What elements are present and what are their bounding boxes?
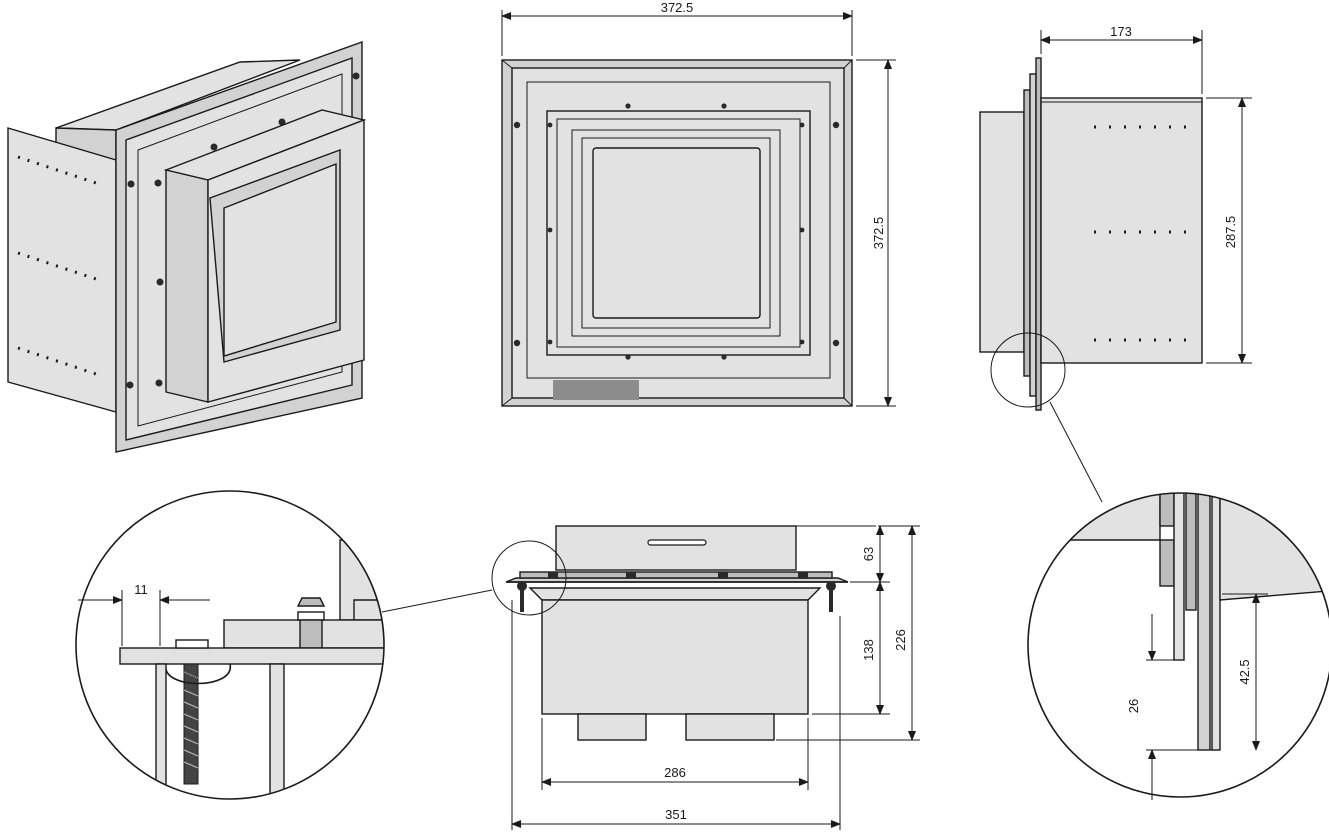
iso-side-holes: [17, 155, 97, 376]
side-grille: [979, 111, 1025, 353]
dim-front-width: 372.5: [661, 0, 694, 15]
side-frame: [1035, 57, 1042, 411]
detail-right: 26 42.5: [1027, 492, 1329, 800]
dim-side-depth: 173: [1110, 24, 1132, 39]
detail-right-circle: [1027, 492, 1329, 798]
detail-left: 11: [75, 490, 385, 800]
dim-front-height: 372.5: [871, 217, 886, 250]
side-body: [1040, 97, 1203, 364]
side-detail-circle: [990, 332, 1066, 408]
bottom-top-box: [555, 525, 797, 571]
dim-side-height: 287.5: [1223, 216, 1238, 249]
bottom-body: [541, 599, 809, 715]
front-holes: [513, 103, 840, 360]
dim-bottom-body: 138: [861, 639, 876, 661]
dim-detail-right-small: 26: [1126, 699, 1141, 713]
iso-side-plate: [7, 127, 117, 413]
dim-bottom-total: 226: [893, 629, 908, 651]
dim-bottom-inner: 286: [664, 765, 686, 780]
detail-left-circle: [75, 490, 385, 800]
isometric-view: [7, 41, 367, 453]
front-label-strip: [553, 380, 639, 400]
bottom-screws: [517, 572, 836, 612]
front-view: 372.5 372.5: [501, 0, 896, 407]
bottom-view: 63 138 226 286 351: [381, 525, 920, 830]
bottom-detail-circle: [491, 540, 567, 616]
dim-detail-right-large: 42.5: [1237, 659, 1252, 684]
side-holes: [1094, 125, 1196, 342]
iso-frame-holes: [126, 72, 360, 389]
dim-bottom-outer: 351: [665, 807, 687, 822]
dim-bottom-top: 63: [861, 547, 876, 561]
side-view: 173 287.5: [979, 24, 1252, 503]
dim-detail-left: 11: [134, 582, 148, 597]
